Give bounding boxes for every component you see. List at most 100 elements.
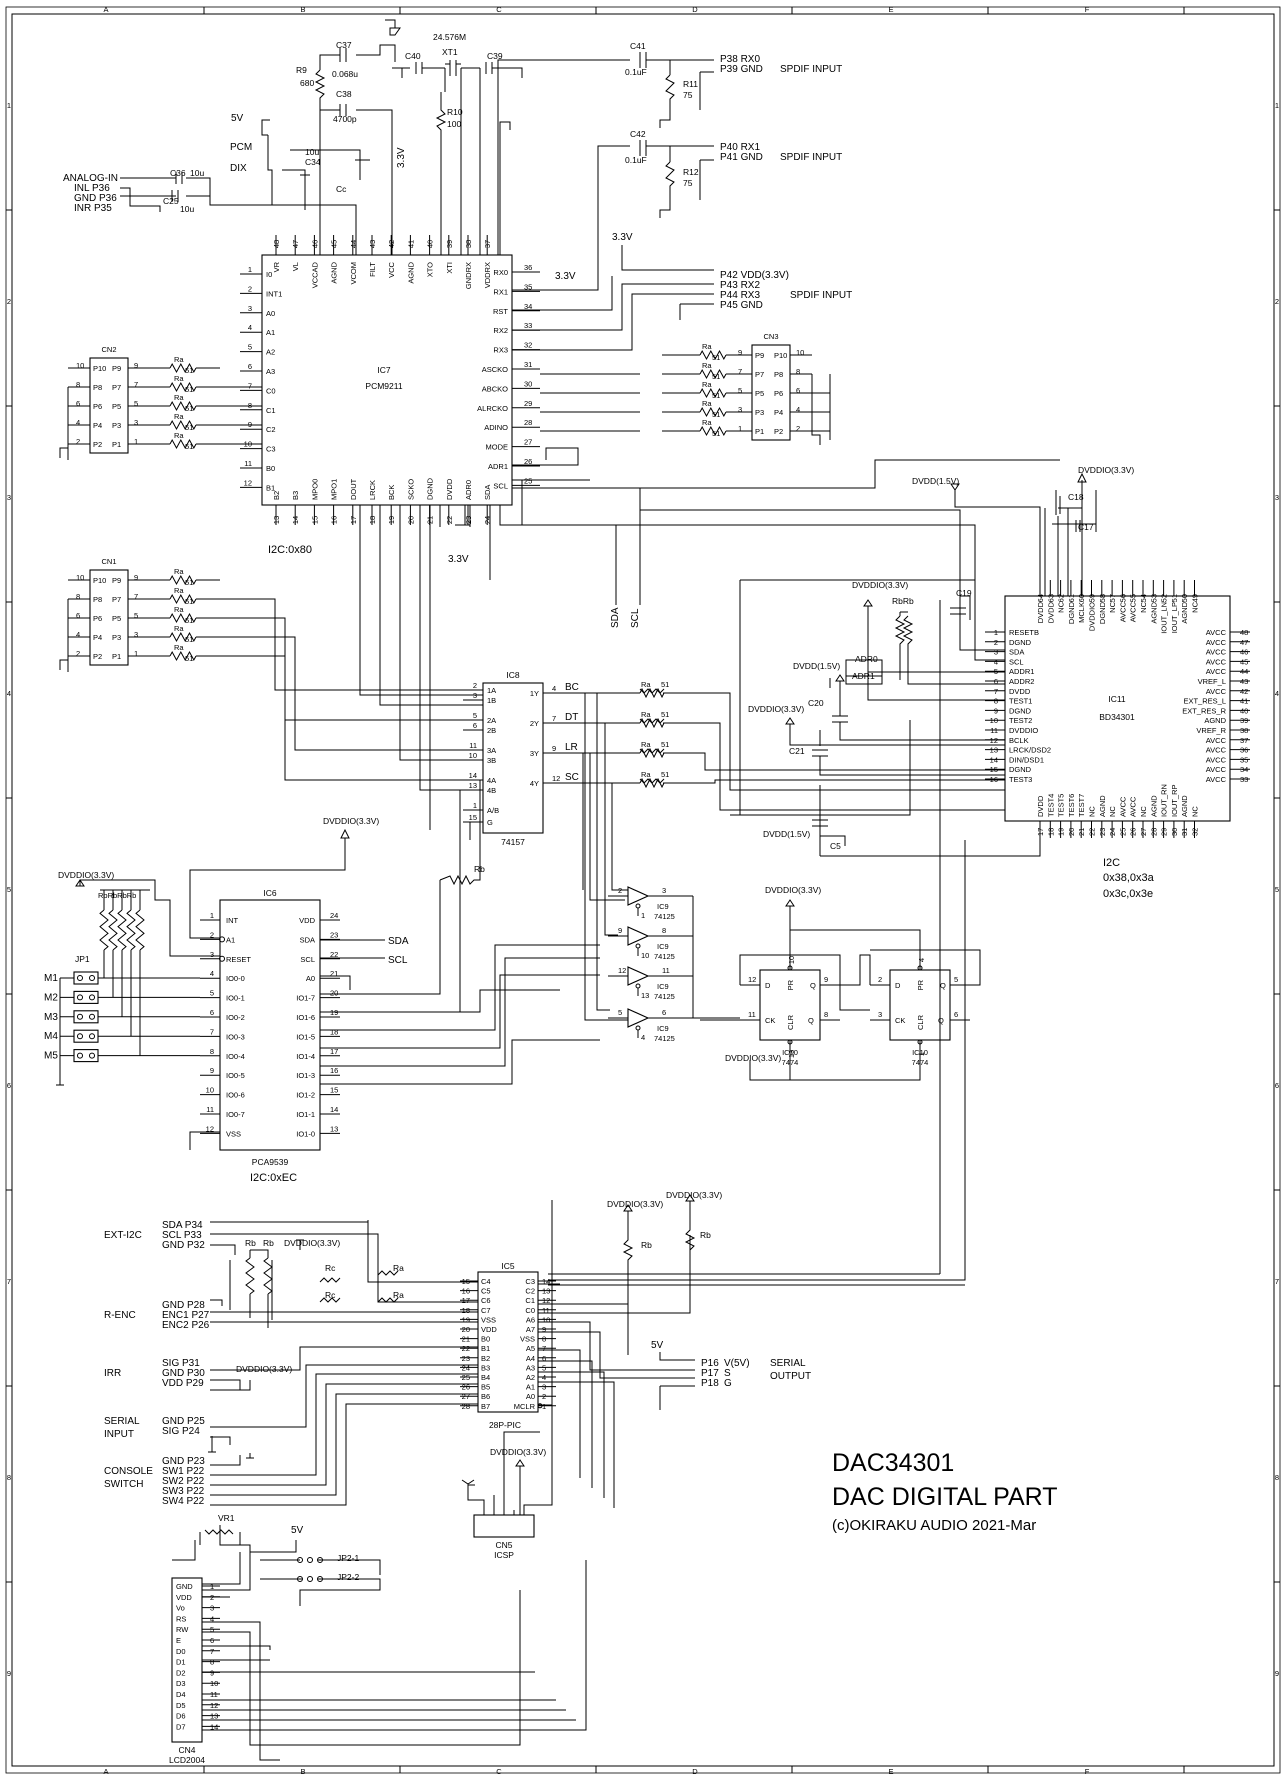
frame-column-label: F bbox=[1085, 1767, 1090, 1776]
ic6-pin-number: 14 bbox=[330, 1105, 338, 1114]
ic5-pin-name: C1 bbox=[525, 1296, 535, 1305]
ic5-pin-number: 10 bbox=[542, 1315, 550, 1324]
ic5-part: 28P-PIC bbox=[489, 1420, 521, 1430]
ic6-pin-number: 10 bbox=[206, 1086, 214, 1095]
ic11-pin-name: BCLK bbox=[1009, 736, 1029, 745]
frame-column-label: D bbox=[692, 1767, 698, 1776]
ic7-pin-name: C3 bbox=[266, 445, 276, 454]
ic7-pin-number: 30 bbox=[524, 379, 532, 388]
ff-pin-clr: CLR bbox=[786, 1014, 795, 1030]
enc-dvddio: DVDDIO(3.3V) bbox=[284, 1238, 340, 1248]
io-connectors: EXT-I2C SDA P34 SCL P33 GND P32 R-ENC GN… bbox=[104, 1220, 811, 1507]
ic11-pin-number: 7 bbox=[994, 687, 998, 696]
p39-label: P39 GND bbox=[720, 64, 763, 75]
buffer-gate-symbol bbox=[627, 1008, 650, 1028]
ic11-pin-name: EXT_RES_R bbox=[1182, 706, 1226, 715]
ic11-pin-name: ADDR1 bbox=[1009, 667, 1034, 676]
ic11-pin-name: EXT_RES_L bbox=[1183, 697, 1226, 706]
frame-column-label: B bbox=[300, 1767, 305, 1776]
gnd-p25: GND P25 bbox=[162, 1416, 205, 1427]
ic8-net-label: BC bbox=[565, 682, 579, 693]
ff-pin-qn: Q bbox=[938, 1016, 944, 1025]
ic5-pin-number: 23 bbox=[462, 1354, 470, 1363]
ic11-pin-name: TEST7 bbox=[1077, 794, 1086, 817]
p17-name: S bbox=[724, 1368, 731, 1379]
cn3-pin-number: 6 bbox=[796, 386, 800, 395]
ic6-pin-name: SDA bbox=[300, 935, 315, 944]
analog-in-inr: INR P35 bbox=[74, 203, 112, 214]
cn3-resistor-ref: Ra bbox=[702, 380, 712, 389]
ic5-pin-number: 19 bbox=[462, 1315, 470, 1324]
ic6-pin-name: IO1-1 bbox=[296, 1110, 315, 1119]
cn3-pin-number: 3 bbox=[738, 405, 742, 414]
ic7-pin-name: SCL bbox=[493, 481, 508, 490]
cn1-ref: CN1 bbox=[101, 557, 116, 566]
rb-right-2-dvddio: DVDDIO(3.3V) bbox=[666, 1190, 722, 1200]
ic11-pin-number: 21 bbox=[1077, 828, 1086, 836]
xt1-ref: XT1 bbox=[442, 47, 458, 57]
ic6-pin-number: 20 bbox=[330, 989, 338, 998]
ic11-pin-name: TEST1 bbox=[1009, 697, 1032, 706]
ic6-pin-name: IO0-2 bbox=[226, 1013, 245, 1022]
cn2-pin-number: 4 bbox=[76, 418, 80, 427]
ic5-pin-name: A0 bbox=[526, 1392, 535, 1401]
signal-wiring bbox=[210, 447, 1060, 1508]
p38-label: P38 RX0 bbox=[720, 54, 760, 65]
motor-select-label: M3 bbox=[44, 1012, 58, 1023]
ic7-pin-name: SDA bbox=[483, 485, 492, 500]
cn2-resistor-ref: Ra bbox=[174, 393, 184, 402]
ic11-pin-name: AVCC bbox=[1129, 796, 1138, 817]
ic7-pin-number: 23 bbox=[464, 516, 473, 524]
serial-output-label-2: OUTPUT bbox=[770, 1371, 811, 1382]
ic5-pin-name: B3 bbox=[481, 1363, 490, 1372]
rc-1: Rc bbox=[325, 1263, 336, 1273]
frame-row-label: 1 bbox=[1275, 101, 1279, 110]
ic7-pin-name: RX2 bbox=[493, 326, 508, 335]
p43-label: P43 RX2 bbox=[720, 280, 760, 291]
sw3-p22: SW3 P22 bbox=[162, 1486, 205, 1497]
gnd-p30: GND P30 bbox=[162, 1368, 205, 1379]
cn2-pin-name: P1 bbox=[112, 440, 121, 449]
ff-pin-q: Q bbox=[940, 981, 946, 990]
ic7-pin-name: A2 bbox=[266, 348, 275, 357]
frame-column-label: C bbox=[496, 5, 502, 14]
ic11-pin-number: 33 bbox=[1240, 775, 1248, 784]
ff-pin-q: Q bbox=[810, 981, 816, 990]
ic11-pin-name: AVCC bbox=[1206, 775, 1227, 784]
cn4-part: LCD2004 bbox=[169, 1755, 205, 1765]
ic8-net-label: DT bbox=[565, 712, 578, 723]
ic11-pin-name: NC bbox=[1057, 601, 1066, 612]
ff-pin-number: 1 bbox=[917, 1052, 926, 1056]
ic11-pin-name: AVCC bbox=[1206, 755, 1227, 764]
ic7-pin-name: ASCKO bbox=[482, 365, 508, 374]
io-wiring bbox=[208, 1239, 304, 1459]
ic8-pin-name: A/B bbox=[487, 806, 499, 815]
ic8-pin-number: 1 bbox=[473, 801, 477, 810]
cn1-pin-name: P4 bbox=[93, 633, 102, 642]
r11-ref: R11 bbox=[683, 79, 698, 89]
ic11-pin-name: IOUT_LN bbox=[1160, 602, 1169, 634]
cn2-pin-number: 8 bbox=[76, 380, 80, 389]
dvddio-label-mid: DVDDIO(3.3V) bbox=[852, 580, 908, 590]
p40-label: P40 RX1 bbox=[720, 142, 760, 153]
ic8-pin-number: 15 bbox=[469, 813, 477, 822]
ic5-pin-name: C7 bbox=[481, 1306, 491, 1315]
spdif-input-1-label: SPDIF INPUT bbox=[780, 64, 842, 75]
ic5-pin-name: VDD bbox=[481, 1325, 497, 1334]
ic5-pin-name: A1 bbox=[526, 1383, 535, 1392]
cn3-pin-name: P8 bbox=[774, 370, 783, 379]
vr1-ref: VR1 bbox=[218, 1513, 235, 1523]
cn3-resistor-ref: Ra bbox=[702, 418, 712, 427]
ic11-pin-number: 61 bbox=[1067, 594, 1076, 602]
ic11-pin-name: AVCC bbox=[1129, 601, 1138, 622]
ic11-pin-name: DGND bbox=[1009, 765, 1032, 774]
ff-pin-number: 8 bbox=[824, 1010, 828, 1019]
ic5-pin-number: 21 bbox=[462, 1335, 470, 1344]
ic11-pin-name: NC bbox=[1108, 601, 1117, 612]
xt1-value: 24.576M bbox=[433, 32, 466, 42]
ic6-pin-name: IO0-6 bbox=[226, 1091, 245, 1100]
ic7-pin-number: 25 bbox=[524, 476, 532, 485]
c37-value: 0.068u bbox=[332, 69, 358, 79]
ic7-pin-number: 39 bbox=[445, 240, 454, 248]
ic7-pin-name: ADINO bbox=[484, 423, 508, 432]
